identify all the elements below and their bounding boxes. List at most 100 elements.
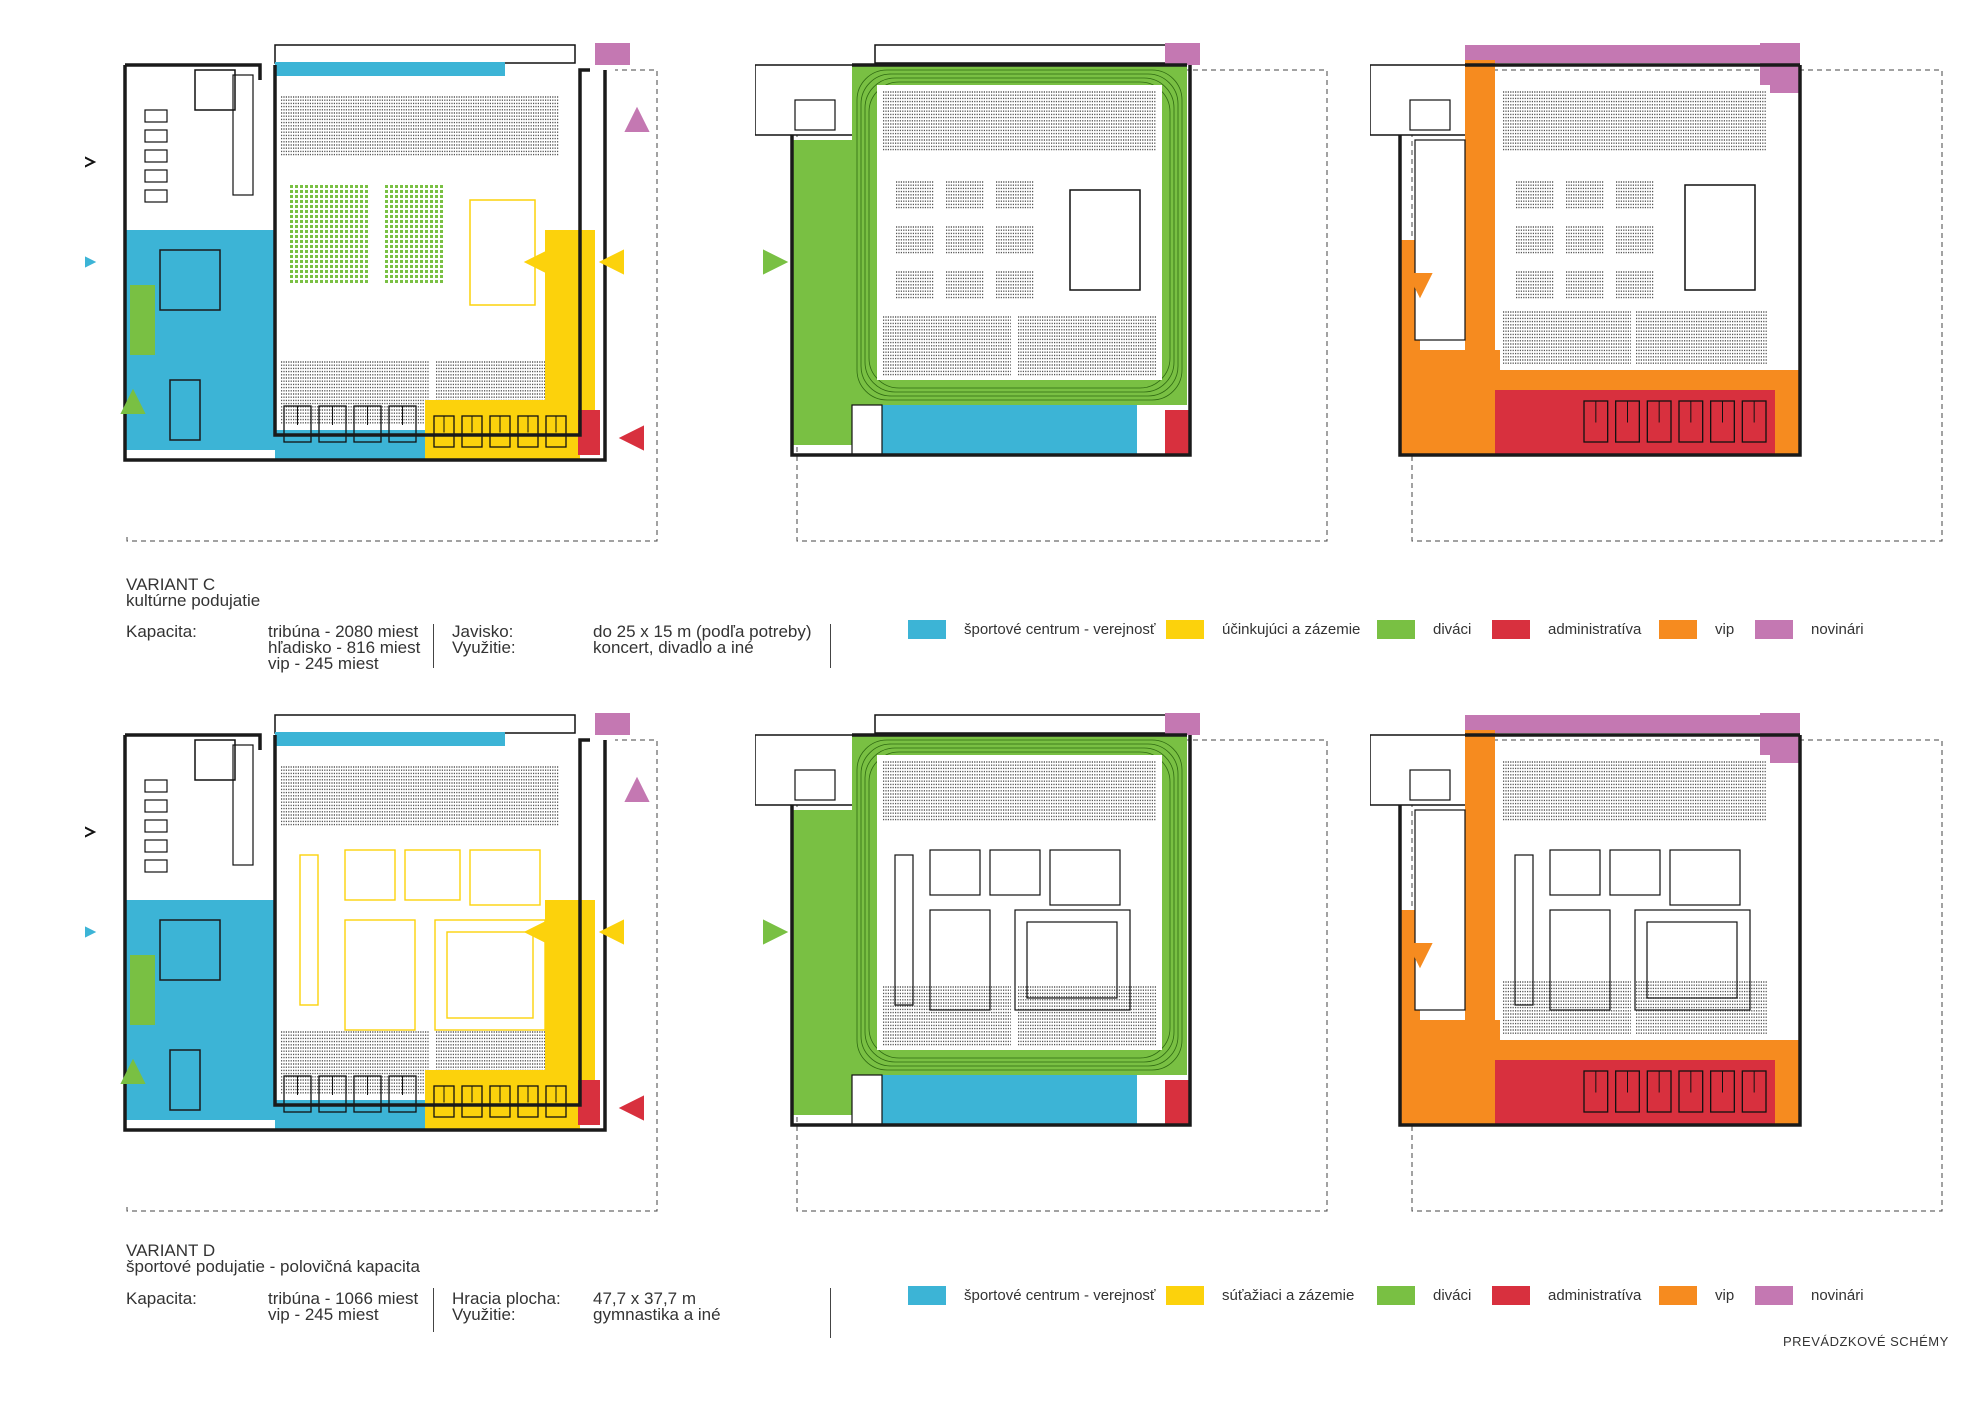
entrance-arrow-icon bbox=[85, 826, 97, 838]
room bbox=[169, 1049, 201, 1111]
variant-d-capacity-1: tribúna - 1066 miest bbox=[268, 1289, 419, 1308]
floor-seating-block bbox=[1515, 180, 1555, 210]
seating-bg bbox=[882, 315, 1012, 375]
variant-c-separator-2 bbox=[830, 624, 831, 668]
legend-swatch bbox=[1166, 620, 1204, 639]
floor-plan-svg bbox=[85, 713, 658, 1212]
performers-wing-south bbox=[425, 400, 580, 460]
legend-label: vip bbox=[1715, 621, 1735, 638]
floor-seating-block bbox=[895, 225, 935, 255]
south-tribune-west bbox=[280, 360, 430, 425]
south-tribune-east bbox=[1017, 985, 1157, 1046]
parking-bay bbox=[144, 859, 168, 873]
vip-entrance-icon bbox=[1407, 943, 1433, 969]
variant-c-use-label: Využitie: bbox=[452, 638, 516, 657]
floor-seating-block bbox=[1515, 270, 1555, 300]
press-gallery bbox=[1465, 45, 1765, 63]
public-entrance-icon bbox=[85, 256, 97, 268]
floor-plan-svg bbox=[755, 43, 1328, 542]
stairwell bbox=[851, 404, 883, 456]
exterior-walls bbox=[790, 733, 1192, 1127]
stairwell bbox=[794, 769, 836, 801]
variant-c-capacity-label: Kapacita: bbox=[126, 622, 197, 641]
legend-label: vip bbox=[1715, 1287, 1735, 1304]
plan-d-3 bbox=[1370, 710, 1950, 1230]
legend-swatch bbox=[908, 1286, 946, 1305]
public-entrance-icon bbox=[85, 926, 97, 938]
vip-lounge-south bbox=[1495, 1040, 1775, 1060]
vip-corridor-east bbox=[1775, 370, 1800, 455]
press-room bbox=[1165, 713, 1200, 735]
legend-label: novinári bbox=[1811, 1287, 1864, 1304]
public-strip bbox=[275, 732, 505, 746]
variant-d-separator-1 bbox=[433, 1288, 434, 1332]
variant-d-capacity-label: Kapacita: bbox=[126, 1289, 197, 1308]
legend-swatch bbox=[1659, 620, 1697, 639]
performers-entrance-icon bbox=[598, 249, 624, 275]
north-tribune bbox=[1502, 90, 1768, 151]
floor-seating-block bbox=[995, 225, 1035, 255]
variant-d-use-label: Využitie: bbox=[452, 1305, 516, 1324]
corridor bbox=[232, 74, 254, 196]
press-gallery bbox=[1465, 715, 1765, 733]
performers-wing-south bbox=[425, 1070, 580, 1130]
north-tribune bbox=[280, 765, 560, 826]
legend-label: diváci bbox=[1433, 621, 1472, 638]
seating-bg bbox=[280, 360, 430, 425]
parking-bay bbox=[144, 189, 168, 203]
spectator-stair bbox=[130, 955, 155, 1025]
stage-outline bbox=[469, 199, 536, 306]
exterior-walls bbox=[1398, 733, 1802, 1127]
floor-plan-svg bbox=[85, 43, 658, 542]
legend-d-vip: vip bbox=[1659, 1286, 1734, 1305]
south-tribune-east bbox=[1635, 980, 1768, 1035]
toilets bbox=[159, 919, 221, 981]
legend-swatch bbox=[1492, 620, 1530, 639]
variant-c-stage-value: do 25 x 15 m (podľa potreby) bbox=[593, 622, 812, 641]
floor-plan-svg bbox=[1370, 43, 1943, 542]
plan-d-2 bbox=[755, 710, 1335, 1230]
press-entrance-icon bbox=[624, 106, 650, 132]
admin-entrance-icon bbox=[618, 1095, 644, 1121]
legend-swatch bbox=[1166, 1286, 1204, 1305]
spectator-stair bbox=[130, 285, 155, 355]
stairwell bbox=[851, 1074, 883, 1126]
performers-entrance-icon bbox=[598, 919, 624, 945]
variant-c-subtitle: kultúrne podujatie bbox=[126, 591, 261, 610]
room-partitions bbox=[1583, 400, 1767, 443]
room-partitions bbox=[433, 1085, 567, 1118]
legend-c-vip: vip bbox=[1659, 620, 1734, 639]
floor-seating-block bbox=[1615, 225, 1655, 255]
vip-entrance-icon bbox=[1407, 273, 1433, 299]
seating-bg bbox=[1502, 310, 1632, 365]
legend-d-spectators: diváci bbox=[1377, 1286, 1471, 1305]
performers-entrance-icon bbox=[523, 249, 549, 275]
top-gallery bbox=[274, 714, 576, 734]
press-room bbox=[595, 713, 630, 735]
admin-entry bbox=[578, 410, 600, 455]
exterior-walls bbox=[1398, 63, 1802, 457]
legend-d-press: novinári bbox=[1755, 1286, 1864, 1305]
track-lane bbox=[868, 751, 1171, 1059]
parking-bay bbox=[144, 129, 168, 143]
legend-label: novinári bbox=[1811, 621, 1864, 638]
south-tribune-west bbox=[1502, 310, 1632, 365]
variant-c-capacity-3: vip - 245 miest bbox=[268, 654, 379, 673]
legend-swatch bbox=[1377, 620, 1415, 639]
press-entrance-icon bbox=[624, 776, 650, 802]
stairwell bbox=[194, 739, 236, 781]
track-lane bbox=[860, 73, 1179, 397]
variant-d-use-value: gymnastika a iné bbox=[593, 1305, 721, 1324]
press-room bbox=[1760, 713, 1800, 763]
parking-bay bbox=[144, 169, 168, 183]
floor-seating-block bbox=[945, 270, 985, 300]
gymnastics-apparatus bbox=[894, 849, 1131, 1011]
legend-swatch bbox=[1492, 1286, 1530, 1305]
floor-seating-block bbox=[1515, 225, 1555, 255]
press-room bbox=[1165, 43, 1200, 65]
side-stair bbox=[1414, 809, 1466, 1011]
variant-c-capacity-1: tribúna - 2080 miest bbox=[268, 622, 419, 641]
floor-seating-block bbox=[1615, 270, 1655, 300]
seating-bg bbox=[882, 760, 1157, 820]
public-zone-south bbox=[852, 1075, 1137, 1125]
